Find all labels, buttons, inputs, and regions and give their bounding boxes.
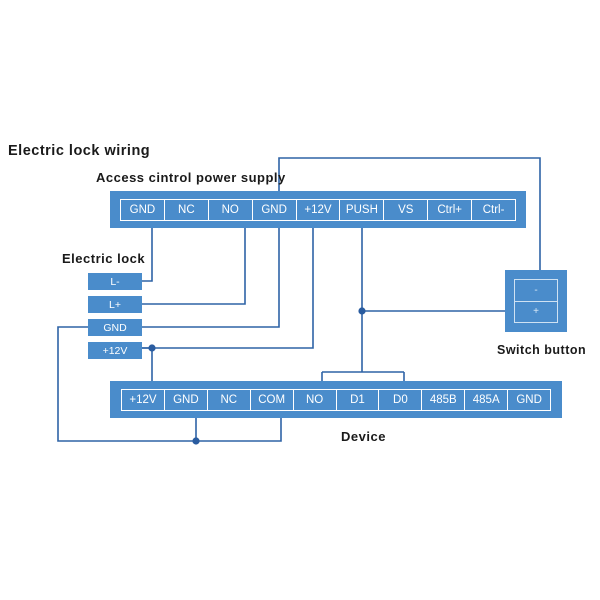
device-terminal-no[interactable]: NO	[292, 388, 337, 411]
lock-terminal-l-minus[interactable]: L-	[88, 273, 142, 290]
power-supply-label: Access cintrol power supply	[96, 170, 286, 185]
psu-terminal-vs[interactable]: VS	[383, 198, 429, 221]
wire-psu-gnd-to-lock-lminus	[142, 228, 153, 282]
lock-terminal-12v[interactable]: +12V	[88, 342, 142, 359]
device-terminal-12v[interactable]: +12V	[121, 388, 165, 411]
device-terminal-gnd-2[interactable]: GND	[507, 388, 552, 411]
wire-psu-12v-to-lock-12v	[142, 228, 314, 349]
switch-button-label: Switch button	[497, 343, 587, 357]
page-title: Electric lock wiring	[8, 143, 151, 159]
device-terminal-485a[interactable]: 485A	[464, 388, 509, 411]
device-terminal-com[interactable]: COM	[249, 388, 294, 411]
device-terminal-d1[interactable]: D1	[335, 388, 380, 411]
junction-dot-device-gnd	[192, 437, 200, 445]
device-terminal-strip: +12V GND NC COM NO D1 D0 485B 485A GND	[110, 381, 562, 418]
device-terminal-nc[interactable]: NC	[206, 388, 251, 411]
wire-psu-no-to-lock-lplus	[142, 228, 246, 305]
switch-button[interactable]: - +	[505, 270, 567, 332]
wire-psu-gnd2-to-lock-gnd	[142, 228, 280, 328]
electric-lock-label: Electric lock	[62, 251, 146, 266]
device-terminal-485b[interactable]: 485B	[421, 388, 466, 411]
device-terminal-d0[interactable]: D0	[378, 388, 423, 411]
psu-terminal-no[interactable]: NO	[207, 198, 253, 221]
power-supply-terminal-strip: GND NC NO GND +12V PUSH VS Ctrl+ Ctrl-	[110, 191, 526, 228]
switch-terminal-minus[interactable]: -	[515, 280, 557, 302]
junction-dot-push	[358, 307, 366, 315]
psu-terminal-nc[interactable]: NC	[163, 198, 209, 221]
switch-terminal-plus[interactable]: +	[533, 306, 539, 318]
wire-psu-gnd2-to-switch-minus	[278, 157, 541, 288]
psu-terminal-ctrl-plus[interactable]: Ctrl+	[427, 198, 473, 221]
junction-dot-lock-12v	[148, 344, 156, 352]
psu-terminal-push[interactable]: PUSH	[339, 198, 385, 221]
device-terminal-gnd[interactable]: GND	[163, 388, 208, 411]
lock-terminal-gnd[interactable]: GND	[88, 319, 142, 336]
lock-terminal-l-plus[interactable]: L+	[88, 296, 142, 313]
device-label: Device	[341, 429, 386, 444]
psu-terminal-ctrl-minus[interactable]: Ctrl-	[471, 198, 517, 221]
wire-device-com-to-gnd	[196, 418, 282, 442]
wire-lock-gnd-to-device-gnd	[57, 326, 196, 442]
psu-terminal-gnd[interactable]: GND	[120, 198, 165, 221]
switch-button-inner: - +	[514, 279, 558, 323]
psu-terminal-gnd-2[interactable]: GND	[251, 198, 297, 221]
psu-terminal-12v[interactable]: +12V	[295, 198, 341, 221]
